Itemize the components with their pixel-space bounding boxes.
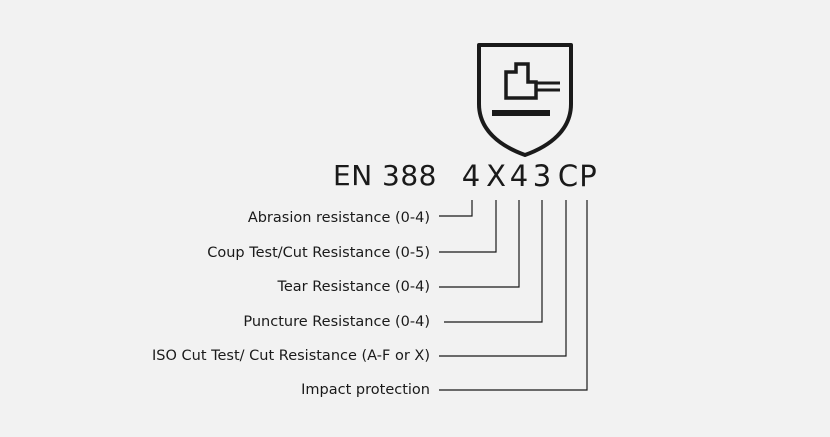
label-impact: Impact protection [301,382,430,398]
label-abrasion: Abrasion resistance (0-4) [247,210,430,226]
code-puncture: 3 [532,159,552,193]
code-coup-cut: X [486,159,506,193]
standard-name: EN 388 [333,159,437,192]
shield-hammer-icon [476,42,574,158]
code-iso-cut: C [557,159,579,193]
label-coup-cut: Coup Test/Cut Resistance (0-5) [207,245,430,261]
label-iso-cut: ISO Cut Test/ Cut Resistance (A-F or X) [152,348,430,364]
connector-iso-cut [439,200,567,357]
code-impact: P [579,159,597,193]
connector-coup-cut [439,200,497,253]
code-abrasion: 4 [461,159,481,193]
label-puncture: Puncture Resistance (0-4) [243,314,430,330]
connector-tear [439,200,520,288]
label-tear: Tear Resistance (0-4) [277,279,430,295]
connector-abrasion [439,200,473,217]
connector-impact [439,200,588,391]
code-tear: 4 [509,159,529,193]
connector-puncture [444,200,543,323]
